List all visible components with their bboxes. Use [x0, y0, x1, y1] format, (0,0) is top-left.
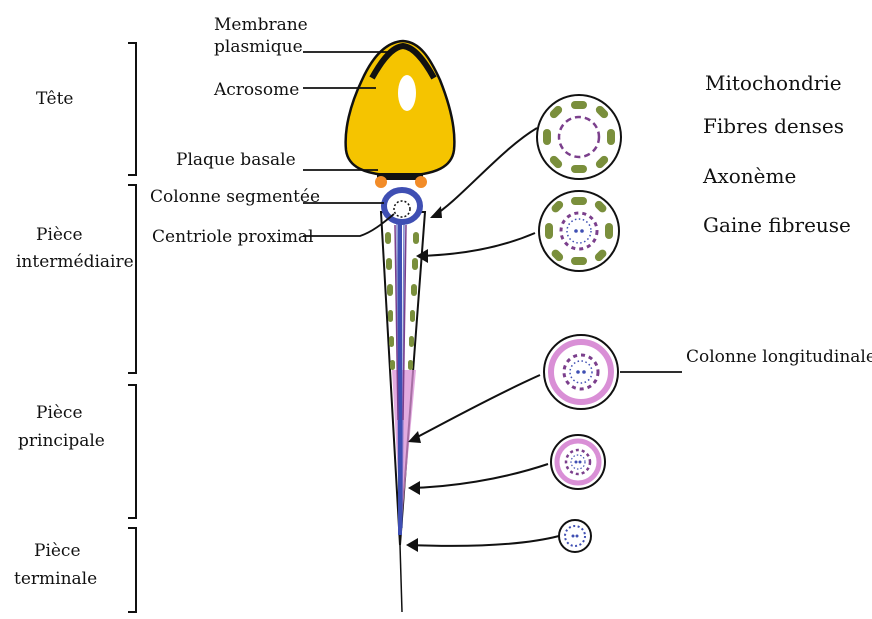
label-membrane-line2: plasmique: [214, 37, 303, 57]
end-piece-line: [400, 545, 402, 612]
cross-section-4: [551, 435, 605, 489]
section-piece-intermediaire-line1: Pièce: [36, 225, 83, 245]
section-piece-terminale-line2: terminale: [14, 569, 97, 589]
section-tete: Tête: [36, 89, 73, 109]
bracket-piece-intermediaire: [128, 185, 136, 373]
proximal-centriole: [394, 201, 410, 217]
arrow-cs2: [418, 233, 535, 256]
arrow-cs4: [410, 464, 548, 488]
cross-section-1: [537, 95, 621, 179]
legend: Mitochondrie Fibres denses Axonème Gaine…: [702, 71, 851, 237]
bracket-tete: [128, 43, 136, 175]
cross-section-arrows: [408, 128, 559, 546]
orange-knob-right: [415, 176, 427, 188]
label-plaque-basale: Plaque basale: [176, 150, 296, 170]
bracket-piece-terminale: [128, 528, 136, 612]
legend-gaine-fibreuse: Gaine fibreuse: [703, 213, 851, 237]
section-piece-principale-line1: Pièce: [36, 403, 83, 423]
arrow-cs5: [408, 536, 559, 546]
head-shape: [346, 41, 455, 176]
label-centriole-proximal: Centriole proximal: [152, 227, 314, 247]
legend-mitochondrie: Mitochondrie: [705, 71, 842, 95]
cross-section-2: [539, 191, 619, 271]
label-colonne-longitudinale: Colonne longitudinale: [686, 347, 872, 367]
label-membrane-line1: Membrane: [214, 15, 308, 35]
arrow-cs3: [410, 375, 540, 441]
tail: [381, 212, 425, 612]
legend-fibres-denses: Fibres denses: [703, 114, 844, 138]
section-piece-terminale-line1: Pièce: [34, 541, 81, 561]
head: [346, 41, 455, 188]
orange-knob-left: [375, 176, 387, 188]
label-colonne-segmentee: Colonne segmentée: [150, 187, 320, 207]
section-brackets: [128, 43, 136, 612]
label-acrosome: Acrosome: [213, 80, 299, 100]
section-piece-intermediaire-line2: intermédiaire: [16, 252, 134, 272]
acrosome-highlight: [398, 75, 416, 111]
legend-axoneme: Axonème: [702, 164, 796, 188]
bracket-piece-principale: [128, 385, 136, 518]
section-piece-principale-line2: principale: [18, 431, 105, 451]
cross-section-5: [559, 520, 591, 552]
cross-section-3: [544, 335, 618, 409]
